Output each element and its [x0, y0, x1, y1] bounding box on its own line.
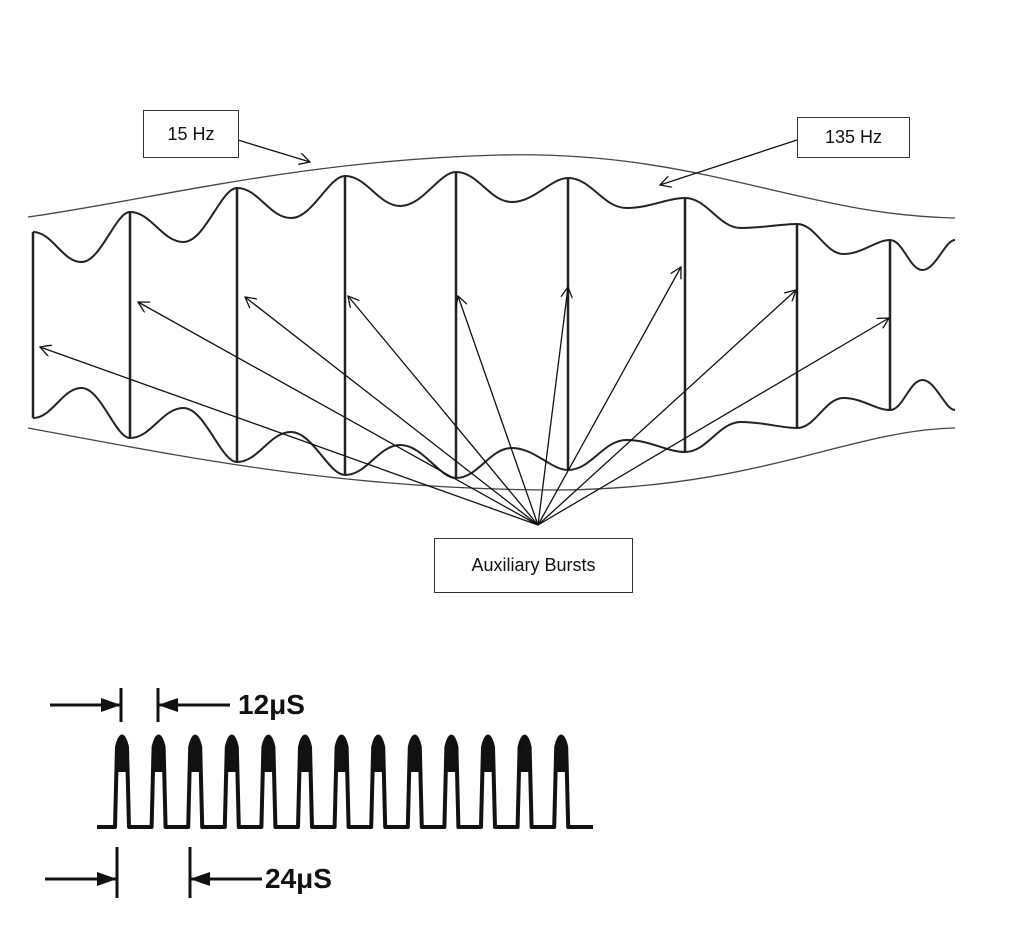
- pulse-width-dimension: [50, 688, 230, 722]
- pulse: [227, 736, 236, 772]
- label-arrow-135hz: [660, 139, 798, 185]
- burst-arrow: [537, 287, 568, 526]
- carrier-wave-135hz: [31, 170, 956, 480]
- pulse: [301, 736, 309, 772]
- burst-arrow: [40, 347, 539, 526]
- pulse: [410, 736, 419, 772]
- label-auxiliary-bursts: Auxiliary Bursts: [434, 538, 633, 593]
- burst-arrow: [537, 318, 889, 526]
- lower-envelope-15hz: [27, 427, 956, 491]
- pulse: [484, 736, 492, 772]
- burst-arrow: [348, 296, 539, 526]
- burst-arrow: [138, 302, 539, 526]
- burst-arrow: [537, 290, 796, 526]
- pulse: [447, 736, 456, 772]
- label-135hz: 135 Hz: [797, 117, 910, 158]
- pulse-train: [97, 734, 593, 829]
- lower-carrier-wave: [32, 378, 956, 480]
- burst-arrow: [458, 296, 539, 526]
- pulse: [118, 736, 126, 772]
- pulse: [374, 736, 383, 772]
- pulse-period-dimension: [45, 847, 262, 898]
- pulse: [557, 736, 566, 772]
- upper-carrier-wave: [32, 170, 956, 272]
- auxiliary-burst-arrows: [40, 267, 889, 526]
- pulse-period-label: 24μS: [265, 863, 332, 894]
- pulse: [520, 736, 529, 772]
- pulse: [264, 736, 273, 772]
- label-15hz: 15 Hz: [143, 110, 239, 158]
- pulse: [337, 736, 346, 772]
- pulse-width-label: 12μS: [238, 689, 305, 720]
- burst-arrow: [245, 297, 539, 526]
- upper-envelope-15hz: [27, 154, 956, 219]
- pulse: [154, 736, 163, 772]
- burst-arrow: [537, 267, 681, 526]
- pulse-waveform: [97, 734, 593, 829]
- label-arrow-15hz: [237, 139, 310, 162]
- pulse: [191, 736, 200, 772]
